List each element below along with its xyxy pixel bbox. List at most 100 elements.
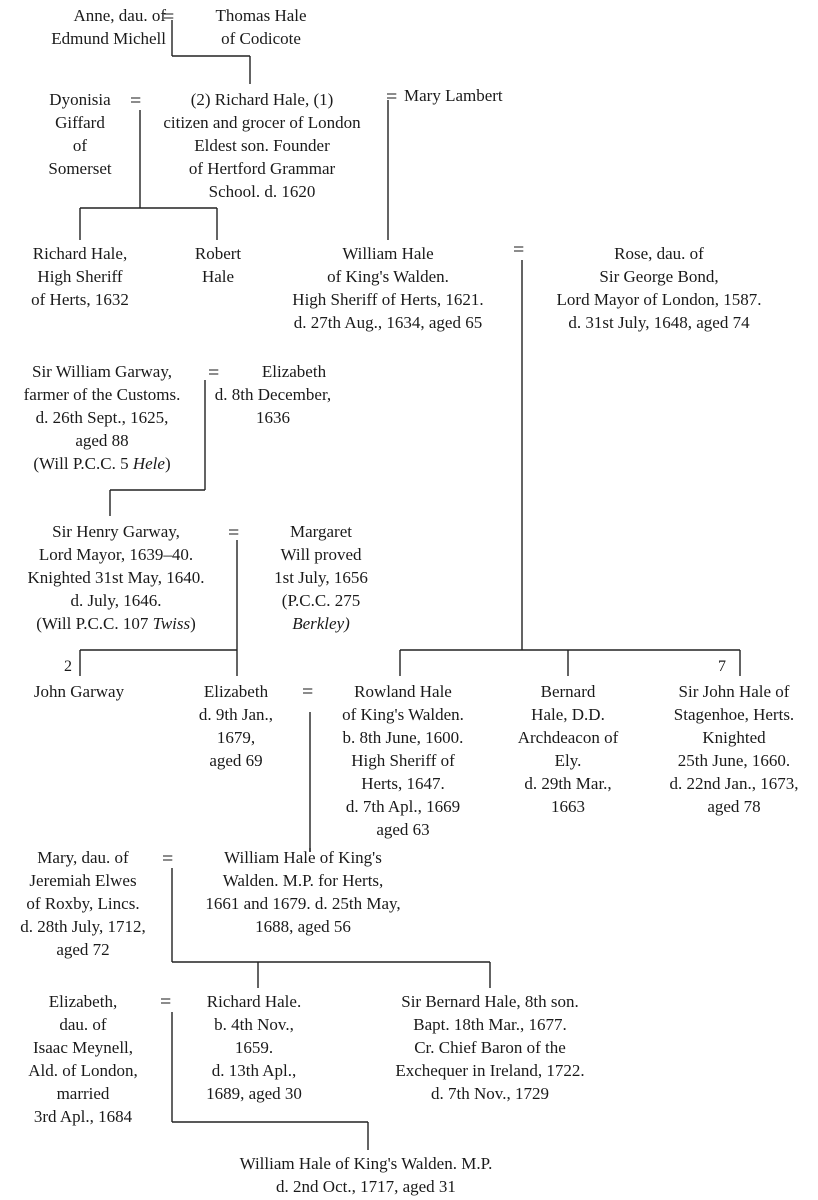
person-line: Hale, D.D. (531, 705, 605, 724)
person-line: d. 31st July, 1648, aged 74 (568, 313, 750, 332)
person-bernard-hale-dd: Bernard Hale, D.D. Archdeacon of Ely. d.… (498, 680, 638, 818)
person-line: farmer of the Customs. (23, 385, 181, 404)
person-line: 1689, aged 30 (206, 1084, 302, 1103)
person-line: Herts, 1647. (361, 774, 445, 793)
child-number: 2 (64, 658, 72, 675)
person-line: Thomas Hale (215, 6, 307, 25)
person-line: aged 69 (209, 751, 263, 770)
person-mary-elwes: Mary, dau. of Jeremiah Elwes of Roxby, L… (0, 846, 166, 961)
person-line: (Will P.C.C. 5 Hele) (33, 454, 171, 473)
person-line: of King's Walden. (327, 267, 449, 286)
person-line: d. 26th Sept., 1625, (35, 408, 169, 427)
person-sir-john-hale: Sir John Hale of Stagenhoe, Herts. Knigh… (650, 680, 818, 818)
person-richard-hale-1620: (2) Richard Hale, (1) citizen and grocer… (140, 88, 384, 203)
person-line: Walden. M.P. for Herts, (222, 871, 384, 890)
marriage-sign: = (160, 991, 172, 1013)
person-line: of Hertford Grammar (188, 159, 336, 178)
person-line: b. 8th June, 1600. (342, 728, 464, 747)
person-line: High Sheriff (37, 267, 123, 286)
person-line: John Garway (33, 682, 125, 701)
person-line: (Will P.C.C. 107 Twiss) (36, 614, 196, 633)
person-line: of King's Walden. (342, 705, 464, 724)
person-line: William Hale of King's Walden. M.P. (239, 1154, 493, 1173)
person-richard-hale-high-sheriff: Richard Hale, High Sheriff of Herts, 163… (14, 242, 146, 311)
person-line: School. d. 1620 (208, 182, 316, 201)
person-line: Sir Henry Garway, (52, 522, 180, 541)
person-line: Rowland Hale (354, 682, 452, 701)
person-line: d. 2nd Oct., 1717, aged 31 (276, 1177, 456, 1196)
person-line: Exchequer in Ireland, 1722. (395, 1061, 585, 1080)
person-line: of (72, 136, 88, 155)
person-line: Hale (201, 267, 235, 286)
person-line: Knighted (702, 728, 766, 747)
person-william-hale-1634: William Hale of King's Walden. High Sher… (258, 242, 518, 334)
person-line: Mary, dau. of (37, 848, 129, 867)
person-line: d. 22nd Jan., 1673, (669, 774, 799, 793)
person-line: b. 4th Nov., (214, 1015, 294, 1034)
person-line: Ald. of London, (28, 1061, 138, 1080)
person-line: Lord Mayor, 1639–40. (38, 545, 194, 564)
person-line: Anne, dau. of (73, 6, 166, 25)
person-william-hale-1717: William Hale of King's Walden. M.P. d. 2… (176, 1152, 556, 1198)
person-sir-henry-garway: Sir Henry Garway, Lord Mayor, 1639–40. K… (0, 520, 232, 635)
person-margaret: Margaret Will proved 1st July, 1656 (P.C… (246, 520, 396, 635)
person-line: d. 29th Mar., (524, 774, 612, 793)
person-line: d. 13th Apl., (211, 1061, 297, 1080)
person-line: d. 9th Jan., (198, 705, 274, 724)
person-line: Elizabeth (261, 362, 327, 381)
person-line: Bapt. 18th Mar., 1677. (413, 1015, 567, 1034)
person-line: Dyonisia (49, 90, 111, 109)
person-line: 1663 (551, 797, 585, 816)
marriage-sign: = (162, 848, 174, 870)
person-richard-hale-1689: Richard Hale. b. 4th Nov., 1659. d. 13th… (186, 990, 322, 1105)
person-elizabeth-1679: Elizabeth d. 9th Jan., 1679, aged 69 (186, 680, 286, 772)
person-line: of Roxby, Lincs. (26, 894, 140, 913)
person-line: 3rd Apl., 1684 (33, 1107, 133, 1126)
person-line: d. 8th December, (214, 385, 332, 404)
person-line: Ely. (554, 751, 582, 770)
person-line: of Codicote (221, 29, 301, 48)
person-line: Mary Lambert (404, 86, 503, 105)
person-line: d. 27th Aug., 1634, aged 65 (293, 313, 483, 332)
person-john-garway: John Garway (14, 680, 144, 703)
person-line: William Hale of King's (224, 848, 382, 867)
italic-reference: Hele (132, 454, 165, 473)
person-line: Berkley) (292, 614, 350, 633)
person-william-hale-1688: William Hale of King's Walden. M.P. for … (178, 846, 428, 938)
person-line: Richard Hale. (206, 992, 302, 1011)
person-line: Margaret (290, 522, 352, 541)
person-line: Elizabeth, (48, 992, 118, 1011)
person-elizabeth-meynell: Elizabeth, dau. of Isaac Meynell, Ald. o… (0, 990, 166, 1128)
person-line: Richard Hale, (32, 244, 128, 263)
person-rowland-hale: Rowland Hale of King's Walden. b. 8th Ju… (314, 680, 492, 841)
person-line: aged 63 (376, 820, 430, 839)
person-line: married (56, 1084, 110, 1103)
person-line: dau. of (59, 1015, 107, 1034)
person-line: Sir John Hale of (678, 682, 790, 701)
person-robert-hale: Robert Hale (178, 242, 258, 288)
person-line: (2) Richard Hale, (1) (190, 90, 334, 109)
italic-reference: Twiss (152, 614, 191, 633)
marriage-sign: = (163, 6, 175, 28)
marriage-sign: = (208, 362, 220, 384)
person-line: Elizabeth (203, 682, 269, 701)
person-anne: Anne, dau. of Edmund Michell (14, 4, 166, 50)
person-line: 1636 (256, 408, 290, 427)
person-elizabeth-garway: Elizabeth d. 8th December, 1636 (206, 360, 340, 429)
marriage-sign: = (386, 86, 398, 108)
marriage-sign: = (130, 90, 142, 112)
marriage-sign: = (228, 522, 240, 544)
person-line: Isaac Meynell, (32, 1038, 134, 1057)
person-line: aged 88 (75, 431, 129, 450)
person-line: Bernard (540, 682, 596, 701)
person-line: Sir George Bond, (599, 267, 719, 286)
person-mary-lambert: Mary Lambert (404, 84, 544, 107)
marriage-sign: = (302, 681, 314, 703)
person-line: 1st July, 1656 (274, 568, 368, 587)
person-line: Rose, dau. of (614, 244, 704, 263)
person-line: Knighted 31st May, 1640. (27, 568, 205, 587)
person-thomas-hale: Thomas Hale of Codicote (196, 4, 326, 50)
person-line: d. 28th July, 1712, (20, 917, 146, 936)
person-line: Will proved (280, 545, 362, 564)
person-line: aged 78 (707, 797, 761, 816)
